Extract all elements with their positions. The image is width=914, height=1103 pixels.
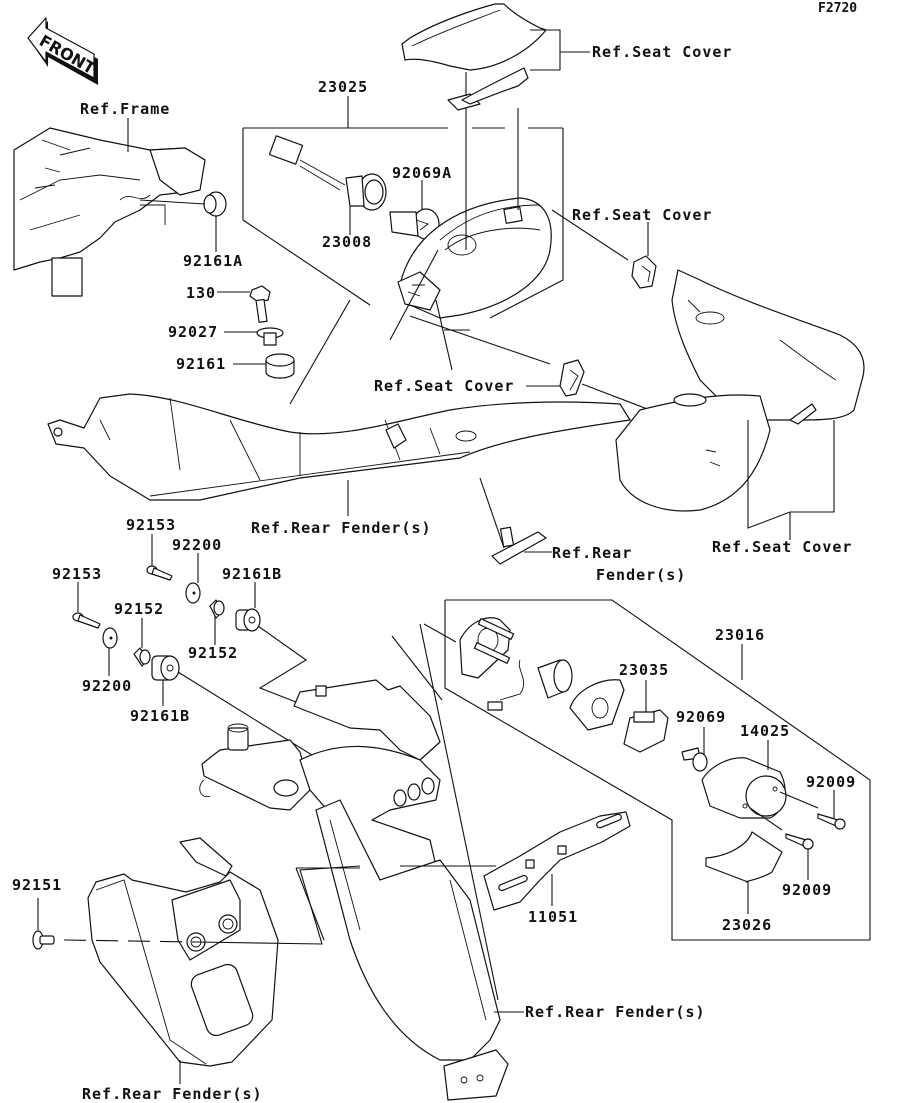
part-label-92161B-upper: 92161B xyxy=(222,565,282,583)
license-bracket-reference xyxy=(199,623,524,1101)
bulb-92069A xyxy=(389,180,440,240)
ref-seat-cover-mid-label: Ref.Seat Cover xyxy=(374,377,514,395)
grommet-92161 xyxy=(233,353,295,379)
bracket-23016 xyxy=(423,599,871,941)
ref-seat-cover-bottom-right-label: Ref.Seat Cover xyxy=(712,538,852,556)
lens-14025 xyxy=(701,740,819,831)
bolt-92151 xyxy=(32,898,55,950)
part-label-23016: 23016 xyxy=(715,626,765,644)
part-label-92069: 92069 xyxy=(676,708,726,726)
part-label-92153-upper: 92153 xyxy=(126,516,176,534)
license-light-socket xyxy=(487,659,573,711)
seat-cowl-right-reference xyxy=(615,269,865,540)
license-light-holder xyxy=(569,679,625,731)
part-label-92161A: 92161A xyxy=(183,252,243,270)
part-label-92161: 92161 xyxy=(176,355,226,373)
bracket-23025 xyxy=(242,96,564,319)
ref-rear-fender-bracket-label-1: Ref.Rear xyxy=(552,544,632,562)
part-label-11051: 11051 xyxy=(528,908,578,926)
frame-reference-drawing xyxy=(13,118,206,297)
part-label-92152-upper: 92152 xyxy=(188,644,238,662)
seat-cover-grommet-mid xyxy=(526,359,651,411)
grommet-92161B-lower xyxy=(151,655,321,761)
license-light-base xyxy=(459,617,515,679)
washer-92200-upper xyxy=(185,553,201,604)
ref-rear-fender-bracket-label-2: Fender(s) xyxy=(596,566,686,584)
ref-rear-fender-lower-right-label: Ref.Rear Fender(s) xyxy=(525,1003,706,1021)
seat-cover-grommet-right xyxy=(631,222,657,289)
bracket-11051 xyxy=(400,811,631,911)
part-label-130: 130 xyxy=(186,284,216,302)
ref-rear-fender-bottom-label: Ref.Rear Fender(s) xyxy=(82,1085,263,1103)
part-label-23008: 23008 xyxy=(322,233,372,251)
reflector-23026 xyxy=(705,831,783,914)
ref-seat-cover-top-label: Ref.Seat Cover xyxy=(592,43,732,61)
grommet-92161B-upper xyxy=(235,582,308,703)
collar-92027 xyxy=(224,327,284,346)
part-label-23025: 23025 xyxy=(318,78,368,96)
seat-cover-top-reference xyxy=(401,3,590,111)
washer-92200-lower xyxy=(102,627,118,676)
screw-92153-upper xyxy=(146,534,173,581)
screw-92153-lower xyxy=(72,582,101,629)
collar-92152-lower xyxy=(133,618,151,667)
part-label-92009-upper: 92009 xyxy=(806,773,856,791)
screw-92009-upper xyxy=(817,790,846,830)
part-label-92200-lower: 92200 xyxy=(82,677,132,695)
ref-frame-label: Ref.Frame xyxy=(80,100,170,118)
tail-light-housing xyxy=(389,108,629,371)
screw-92009-lower xyxy=(785,833,814,880)
collar-92152-upper xyxy=(209,599,225,645)
clip-23035 xyxy=(623,680,669,753)
part-label-92152-lower: 92152 xyxy=(114,600,164,618)
socket-23008 xyxy=(268,135,387,235)
mudguard-lower-reference xyxy=(63,837,361,1084)
part-label-92151: 92151 xyxy=(12,876,62,894)
ref-seat-cover-mid-right-label: Ref.Seat Cover xyxy=(572,206,712,224)
part-label-92200-upper: 92200 xyxy=(172,536,222,554)
part-label-92009-lower: 92009 xyxy=(782,881,832,899)
bulb-92069 xyxy=(681,727,708,772)
part-label-14025: 14025 xyxy=(740,722,790,740)
bolt-130 xyxy=(217,285,271,323)
part-label-92153-lower: 92153 xyxy=(52,565,102,583)
part-label-92027: 92027 xyxy=(168,323,218,341)
part-label-23026: 23026 xyxy=(722,916,772,934)
front-arrow-icon: FRONT xyxy=(27,17,99,85)
figure-id: F2720 xyxy=(818,1,857,16)
part-label-92161B-lower: 92161B xyxy=(130,707,190,725)
ref-rear-fender-mid-label: Ref.Rear Fender(s) xyxy=(251,519,432,537)
rear-fender-upper-reference xyxy=(47,299,631,516)
rear-fender-bracket-reference xyxy=(479,477,552,565)
part-label-92069A: 92069A xyxy=(392,164,452,182)
grommet-92161A xyxy=(139,191,227,252)
part-label-23035: 23035 xyxy=(619,661,669,679)
